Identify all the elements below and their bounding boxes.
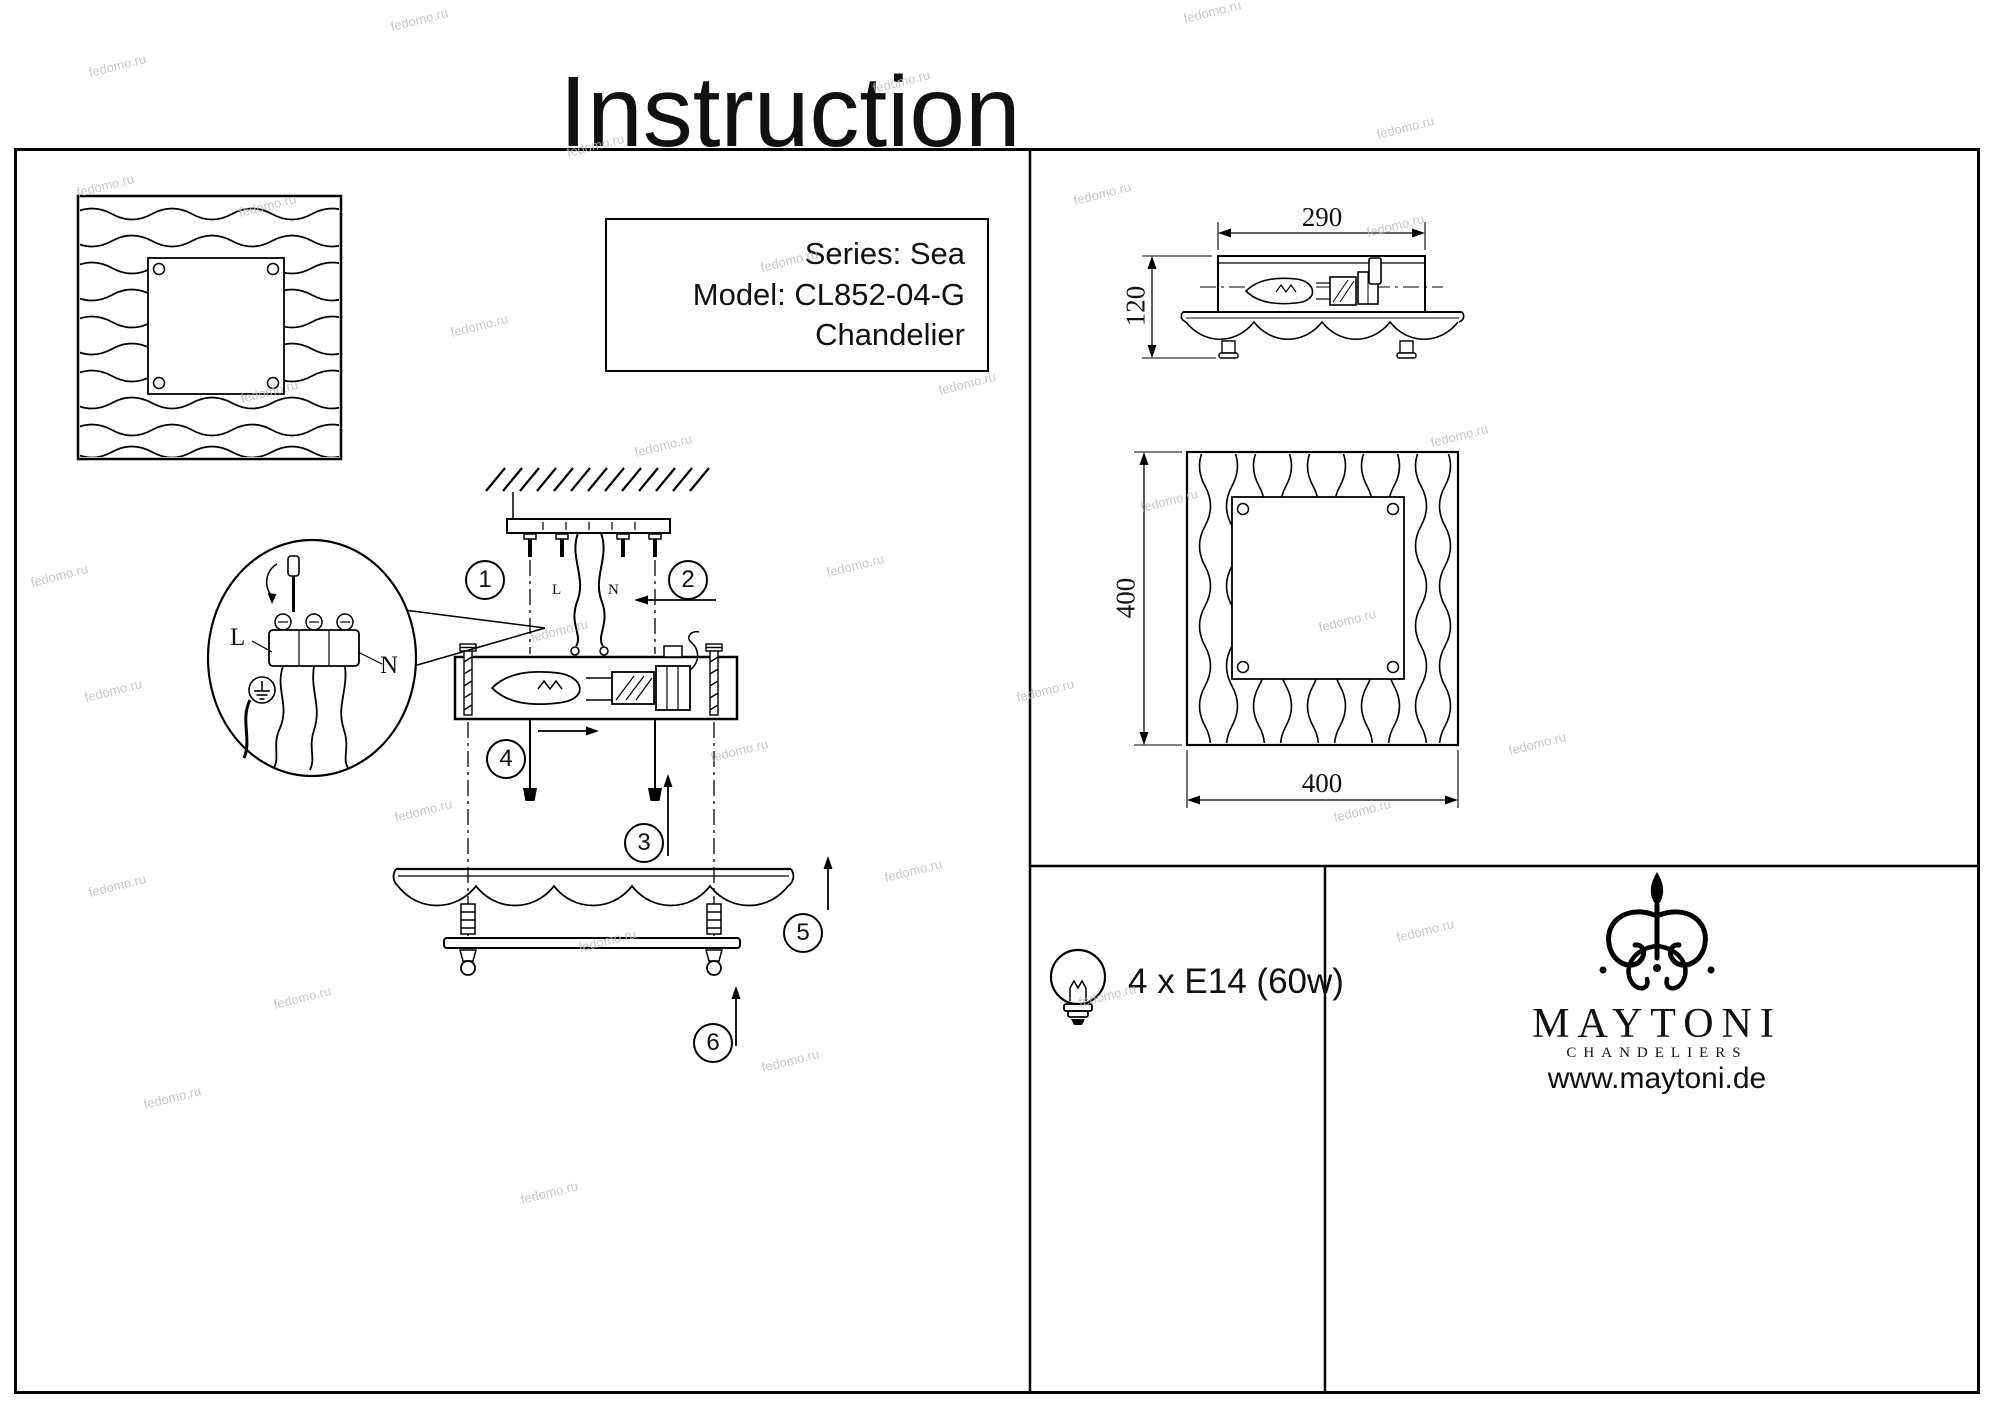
body-screws xyxy=(459,643,723,716)
model-info-box: Series: Sea Model: CL852-04-G Chandelier xyxy=(605,218,989,372)
dim-canopy-height: 120 xyxy=(1120,285,1151,327)
series-label: Series: Sea xyxy=(804,235,965,271)
step-badge-3: 3 xyxy=(624,823,664,863)
type-label: Chandelier xyxy=(815,317,965,353)
wire-live-label: L xyxy=(552,582,562,598)
earth-symbol xyxy=(248,676,276,704)
bulb-icon xyxy=(1049,948,1107,1025)
finials xyxy=(459,949,723,976)
front-view-drawing xyxy=(76,194,343,461)
dim-canopy-width: 290 xyxy=(1301,202,1343,232)
brand-subtitle: CHANDELIERS xyxy=(1566,1045,1748,1061)
dim-plate-width: 400 xyxy=(1301,768,1343,798)
wiring-detail-circle xyxy=(206,538,546,778)
mains-wires xyxy=(570,532,609,656)
detail-neutral-label: N xyxy=(380,652,399,679)
wire-neutral-label: N xyxy=(608,582,619,598)
step-badge-4: 4 xyxy=(486,739,526,779)
step-badge-5: 5 xyxy=(783,913,823,953)
panel-dividers xyxy=(1028,150,1979,1393)
step-badge-6: 6 xyxy=(693,1023,733,1063)
top-view-drawing xyxy=(1134,450,1460,808)
brand-ornament xyxy=(1599,872,1715,991)
main-frame xyxy=(14,148,1980,1394)
ceiling-hatch xyxy=(485,467,710,492)
glass-panel xyxy=(392,867,795,907)
dim-plate-height: 400 xyxy=(1110,577,1141,619)
step-badge-2: 2 xyxy=(668,560,708,600)
screwdriver-icon xyxy=(265,555,300,612)
terminal-block xyxy=(268,613,360,667)
rod-sleeves xyxy=(460,903,722,935)
assembly-diagram xyxy=(392,467,833,1046)
brand-name: MAYTONI xyxy=(1532,1001,1782,1047)
strap-screws xyxy=(523,533,662,557)
side-view-drawing xyxy=(1142,222,1465,359)
step-badge-1: 1 xyxy=(465,560,505,600)
model-label: Model: CL852-04-G xyxy=(692,276,965,312)
bulb-spec-text: 4 x E14 (60w) xyxy=(1128,962,1344,1001)
detail-live-label: L xyxy=(230,624,246,651)
brand-website: www.maytoni.de xyxy=(1547,1062,1767,1095)
